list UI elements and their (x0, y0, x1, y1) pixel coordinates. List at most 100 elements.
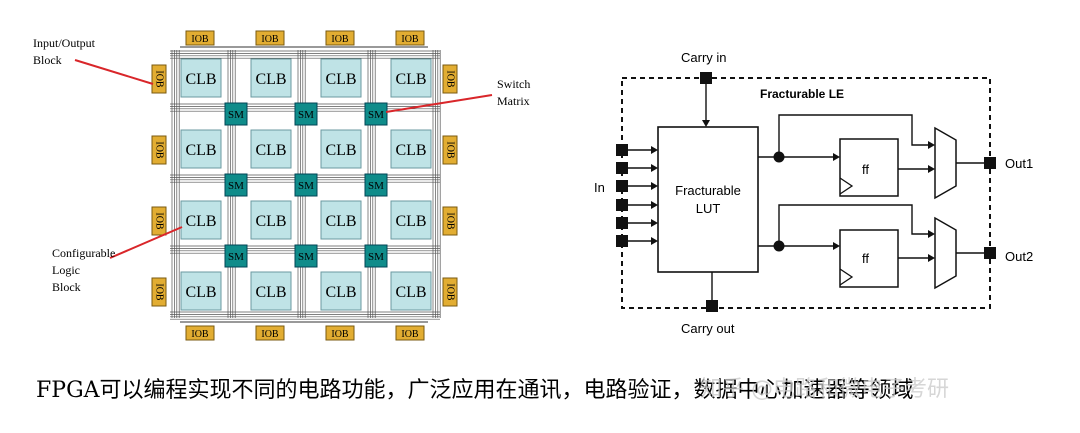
callout-io-line2: Block (33, 53, 62, 67)
switch-matrix-block (294, 102, 318, 126)
out2-port (984, 247, 996, 259)
switch-matrix-block (364, 102, 388, 126)
clb-block (320, 200, 362, 240)
le-title: Fracturable LE (760, 87, 844, 101)
callout-clb-line1: Configurable (52, 246, 115, 260)
iob-block (151, 277, 167, 307)
clb-block (320, 129, 362, 169)
mux1 (934, 126, 957, 200)
iob-block (151, 206, 167, 236)
ff1-box (839, 138, 899, 197)
iob-block (151, 64, 167, 94)
switch-matrix-label: SM (298, 251, 314, 263)
out2-label: Out2 (1005, 249, 1033, 264)
switch-matrix-label: SM (228, 109, 244, 121)
input-port (616, 199, 628, 211)
iob-block (255, 30, 285, 46)
input-arrow (651, 164, 658, 172)
lut-label-line2: LUT (696, 201, 721, 216)
switch-matrix-label: SM (368, 180, 384, 192)
input-arrow (651, 237, 658, 245)
caption-text: FPGA可以编程实现不同的电路功能，广泛应用在通讯，电路验证，数据中心加速器等领… (36, 378, 914, 403)
switch-matrix-block (224, 173, 248, 197)
clb-block (180, 271, 222, 311)
iob-block (442, 135, 458, 165)
switch-matrix-label: SM (298, 109, 314, 121)
iob-label: IOB (261, 329, 279, 340)
clb-block (180, 200, 222, 240)
clb-label: CLB (255, 71, 286, 88)
callout-sm-line1: Switch (497, 77, 530, 91)
clb-label: CLB (185, 213, 216, 230)
iob-label: IOB (191, 34, 209, 45)
in-label: In (594, 180, 605, 195)
clb-block (320, 271, 362, 311)
switch-matrix-block (224, 102, 248, 126)
callout-clb-line3: Block (52, 280, 81, 294)
iob-label: IOB (445, 212, 456, 230)
iob-block (325, 30, 355, 46)
clb-block (250, 271, 292, 311)
clb-block (250, 58, 292, 98)
clb-label: CLB (255, 142, 286, 159)
switch-matrix-label: SM (228, 251, 244, 263)
clb-label: CLB (395, 71, 426, 88)
ff2-in-arrow (833, 242, 840, 250)
clb-block (320, 58, 362, 98)
ff1-label: ff (862, 162, 869, 177)
iob-block (255, 325, 285, 341)
switch-matrix-label: SM (368, 251, 384, 263)
bypass-wire-2 (778, 204, 930, 246)
clb-block (390, 58, 432, 98)
mux1-in-arrow-a (928, 141, 935, 149)
clb-block (390, 271, 432, 311)
mux2 (934, 216, 957, 290)
clb-label: CLB (185, 142, 216, 159)
iob-block (442, 64, 458, 94)
switch-matrix-label: SM (368, 109, 384, 121)
carry-in-label: Carry in (681, 50, 727, 65)
carry-in-port (700, 72, 712, 84)
clb-label: CLB (395, 284, 426, 301)
out1-port (984, 157, 996, 169)
iob-block (442, 206, 458, 236)
le-boundary (621, 77, 991, 309)
iob-label: IOB (154, 141, 165, 159)
clb-block (250, 200, 292, 240)
switch-matrix-block (224, 244, 248, 268)
input-port (616, 144, 628, 156)
out1-label: Out1 (1005, 156, 1033, 171)
iob-label: IOB (445, 283, 456, 301)
iob-block (395, 30, 425, 46)
iob-label: IOB (401, 329, 419, 340)
callout-clb-line2: Logic (52, 263, 80, 277)
input-arrow (651, 146, 658, 154)
ff2-label: ff (862, 251, 869, 266)
input-arrow (651, 201, 658, 209)
clb-block (180, 58, 222, 98)
fracturable-le: Fracturable LE Carry in Fracturable LUT … (594, 50, 1033, 336)
clb-label: CLB (395, 213, 426, 230)
switch-matrix-block (294, 173, 318, 197)
clb-block (250, 129, 292, 169)
iob-block (185, 325, 215, 341)
iob-label: IOB (445, 70, 456, 88)
iob-label: IOB (261, 34, 279, 45)
switch-matrix-block (364, 173, 388, 197)
input-port (616, 235, 628, 247)
ff2-clock-triangle (839, 268, 854, 286)
clb-label: CLB (395, 142, 426, 159)
iob-block (325, 325, 355, 341)
clb-label: CLB (325, 71, 356, 88)
switch-matrix-label: SM (298, 180, 314, 192)
callout-line-sm (385, 94, 493, 113)
callout-line-io (74, 59, 154, 85)
bypass-wire-1 (778, 114, 930, 157)
carry-in-arrow (702, 120, 710, 127)
ff1-clock-triangle (839, 177, 854, 195)
switch-matrix-block (364, 244, 388, 268)
callout-line-clb (109, 226, 183, 259)
watermark-text: 知乎 @电路和微电子考研 (700, 377, 949, 402)
